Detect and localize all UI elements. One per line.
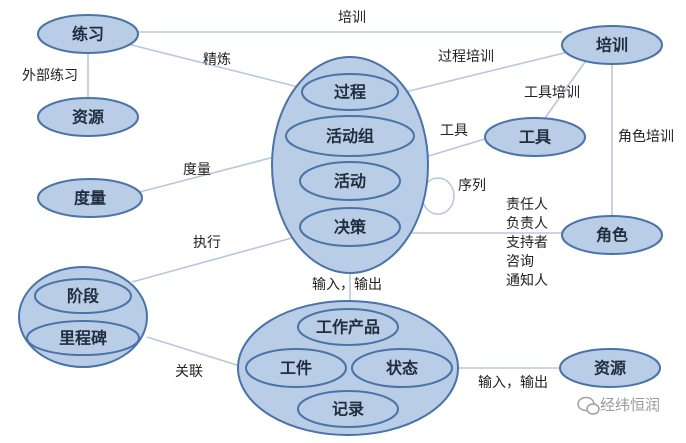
edge-label-external-practice: 外部练习 [22, 68, 78, 84]
edge-label-tool-training: 工具培训 [524, 85, 580, 101]
node-activity-group: 活动组 [285, 115, 415, 157]
edge-label-training-top: 培训 [338, 10, 366, 26]
edge-label-sequence: 序列 [458, 178, 486, 194]
edge-label-input-output-right: 输入，输出 [478, 375, 548, 391]
edge-training-tool [544, 61, 586, 119]
node-process-label: 过程 [334, 83, 366, 102]
node-phase-label: 阶段 [67, 287, 100, 306]
wechat-icon [577, 396, 600, 415]
edge-labels: 培训 外部练习 精炼 过程培训 工具培训 工具 角色培训 度量 序列 责任人 负… [22, 10, 674, 391]
node-resource-right: 资源 [559, 348, 661, 388]
edge-label-raci-accountable: 负责人 [506, 216, 548, 232]
node-resource-left: 资源 [37, 97, 139, 137]
phase-group: 阶段 里程碑 [18, 266, 148, 368]
node-activity: 活动 [299, 161, 401, 201]
node-tool: 工具 [484, 117, 586, 157]
node-resource-right-label: 资源 [594, 359, 626, 378]
node-measure: 度量 [37, 178, 143, 218]
node-training-label: 培训 [596, 36, 628, 55]
node-practice-label: 练习 [72, 25, 104, 44]
edge-label-raci-supporter: 支持者 [506, 235, 548, 251]
edge-label-raci-responsible: 责任人 [506, 197, 548, 213]
node-record: 记录 [297, 390, 399, 428]
node-state-label: 状态 [386, 359, 418, 378]
edge-milestone-work [146, 336, 241, 367]
node-practice: 练习 [37, 14, 139, 54]
edge-tool-process [421, 137, 489, 159]
node-milestone: 里程碑 [26, 320, 140, 356]
edge-label-associate: 关联 [175, 364, 203, 380]
watermark: 经纬恒润 [577, 396, 660, 415]
node-milestone-label: 里程碑 [59, 329, 107, 348]
edge-label-raci-informed: 通知人 [506, 272, 548, 289]
node-work-product: 工作产品 [297, 308, 399, 346]
node-resource-left-label: 资源 [72, 108, 104, 127]
node-record-label: 记录 [332, 400, 364, 419]
edge-label-tool: 工具 [440, 123, 468, 139]
node-work-product-label: 工作产品 [316, 318, 380, 337]
edge-label-process-training: 过程培训 [438, 49, 494, 65]
node-role: 角色 [561, 215, 663, 255]
node-state: 状态 [351, 348, 453, 388]
node-role-label: 角色 [596, 226, 628, 245]
edge-label-role-training: 角色培训 [618, 128, 674, 145]
node-training: 培训 [561, 25, 663, 65]
edge-training-process [404, 51, 569, 93]
node-activity-label: 活动 [334, 172, 366, 191]
edge-label-measure: 度量 [183, 162, 211, 178]
node-decision: 决策 [299, 207, 401, 247]
process-group: 过程 活动组 活动 决策 [271, 56, 429, 274]
edge-label-refine: 精炼 [203, 52, 231, 68]
watermark-text: 经纬恒润 [600, 396, 660, 414]
edge-label-execute: 执行 [193, 235, 221, 251]
connectors [87, 31, 613, 369]
edge-process-phase [131, 237, 293, 283]
node-measure-label: 度量 [74, 189, 106, 208]
node-activity-group-label: 活动组 [326, 127, 374, 146]
edge-practice-process [119, 41, 319, 93]
edge-measure-process [131, 155, 279, 195]
node-decision-label: 决策 [334, 218, 367, 237]
edge-label-input-output-center: 输入，输出 [312, 277, 382, 293]
node-tool-label: 工具 [519, 128, 551, 147]
node-process: 过程 [301, 73, 399, 111]
edge-label-raci-consulted: 咨询 [506, 254, 534, 270]
node-artifact-label: 工件 [280, 359, 312, 378]
node-artifact: 工件 [245, 348, 347, 388]
node-phase: 阶段 [34, 278, 132, 314]
work-product-group: 工作产品 工件 状态 记录 [237, 300, 459, 436]
